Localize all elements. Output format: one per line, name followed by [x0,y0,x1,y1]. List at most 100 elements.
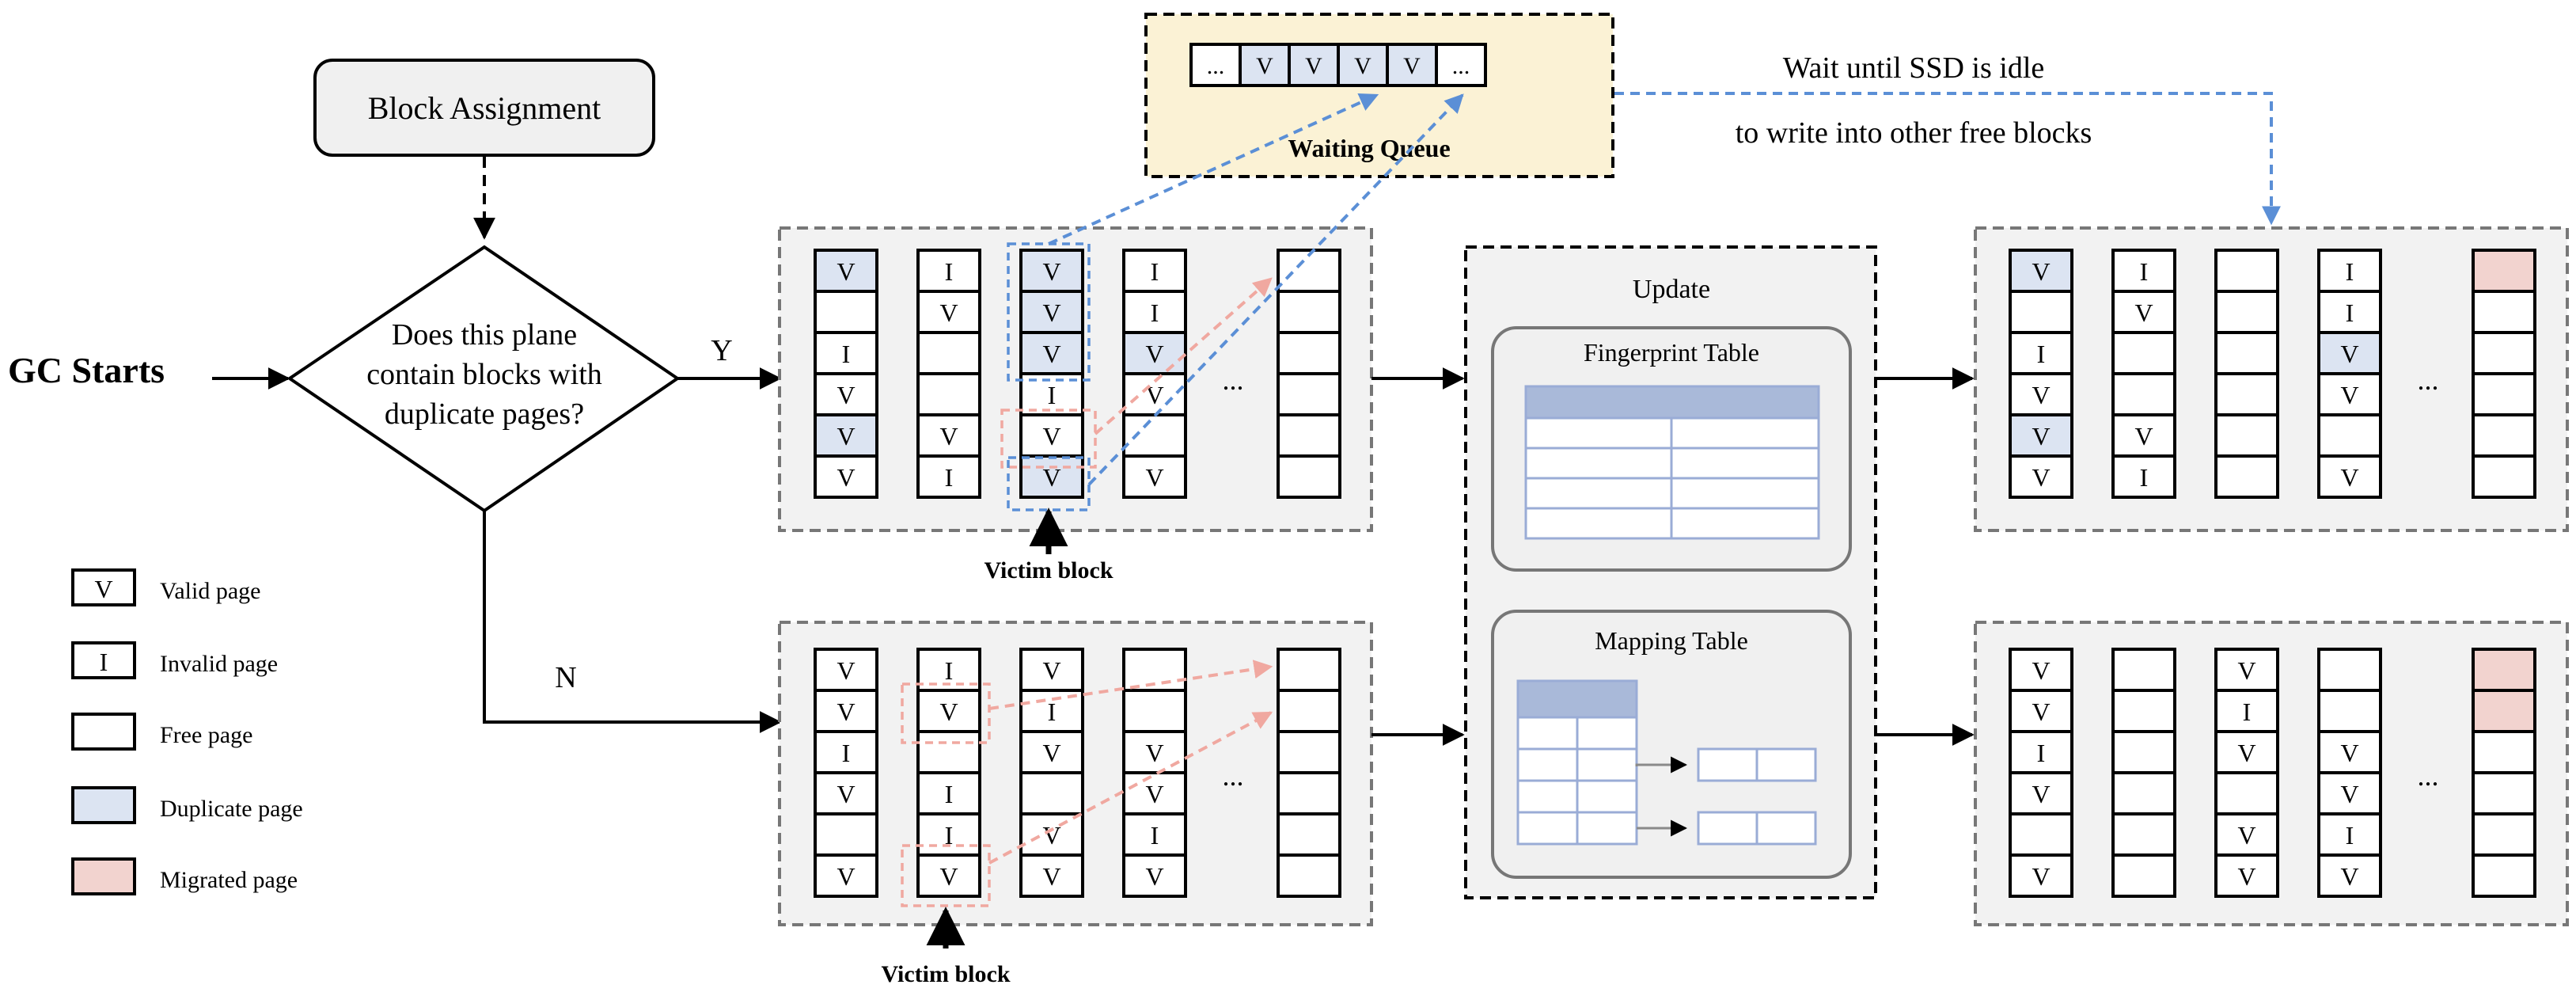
page-status: V [837,862,855,891]
plane-top-right-ellipsis: ... [2418,364,2439,396]
page-status: V [837,463,855,492]
legend: V Valid page I Invalid page Free page Du… [71,568,303,895]
page-cell [2214,689,2279,733]
legend-swatch-migrated [71,857,136,895]
page-cell [2009,290,2073,334]
page-status: I [1151,821,1159,850]
page-status: V [2032,862,2050,891]
page-status: V [2340,739,2358,767]
page-cell [2214,331,2279,375]
page-status: I [842,739,851,767]
plane-bottom-right-ellipsis: ... [2418,760,2439,792]
page-cell [2111,689,2176,733]
legend-swatch-valid [71,568,136,606]
page-status: V [2032,698,2050,726]
page-cell [2472,648,2536,692]
victim-duplicate-highlight-bottom [1007,456,1091,511]
page-cell [2317,413,2382,458]
page-cell [2009,771,2073,815]
page-cell [1277,812,1341,857]
page-cell [2009,249,2073,293]
victim-valid-highlight-bottom-1 [901,682,991,744]
page-status: V [1145,381,1163,409]
decision-line-3: duplicate pages? [385,397,584,431]
free-block [2472,648,2536,898]
page-cell [814,372,878,416]
page-status: V [1042,463,1060,492]
page-status: V [1042,821,1060,850]
block-assignment-label: Block Assignment [368,90,601,126]
page-status: I [945,821,954,850]
page-status: V [939,298,958,327]
page-cell [2214,290,2279,334]
page-status: V [1145,340,1163,368]
page-status: I [2346,821,2354,850]
page-cell [2111,812,2176,857]
flowchart: GC Starts Block Assignment Does this pla… [8,59,782,733]
page-status: V [2032,463,2050,492]
page-cell [814,853,878,898]
page-status: V [1145,780,1163,808]
page-status: I [2346,298,2354,327]
page-cell [814,454,878,499]
page-cell [1277,372,1341,416]
page-cell [2317,853,2382,898]
page-cell [2009,689,2073,733]
page-cell [916,372,981,416]
page-cell [1019,454,1084,499]
page-status: V [2134,422,2153,450]
page-cell [1019,331,1084,375]
page-status: V [837,698,855,726]
page-status: V [2032,656,2050,685]
page-cell [2472,249,2536,293]
page-status: V [2237,862,2255,891]
page-cell [814,249,878,293]
yes-label: Y [711,334,732,367]
page-status: V [1042,739,1060,767]
queue-cell-text: V [1256,53,1273,79]
page-status: V [1042,862,1060,891]
page-status: I [2037,739,2046,767]
duplicate-to-queue-arrow-2 [1087,93,1464,486]
page-status: I [2037,340,2046,368]
page-cell [2472,372,2536,416]
planes: VIVVVIVVIVVVIVVIIVVVVVIVVIVIIVVIVVVVVIVV… [814,249,2536,898]
page-cell [2009,812,2073,857]
queue-to-free-block-arrow [1614,92,2281,226]
free-block [1277,249,1341,499]
page-cell [814,812,878,857]
page-cell [1019,771,1084,815]
page-cell [2111,648,2176,692]
queue-cell [1239,43,1291,87]
page-cell [1277,771,1341,815]
page-status: I [1151,257,1159,286]
page-cell [916,730,981,774]
page-status: V [2340,780,2358,808]
legend-symbol-valid: V [94,575,112,603]
page-cell [916,454,981,499]
page-cell [1277,853,1341,898]
page-cell [1122,730,1187,774]
page-cell [2472,290,2536,334]
legend-label-valid: Valid page [160,578,260,604]
page-cell [2472,413,2536,458]
page-status: I [1151,298,1159,327]
page-status: I [945,463,954,492]
page-cell [1122,853,1187,898]
page-status: I [842,340,851,368]
page-cell [916,812,981,857]
fingerprint-table-title: Fingerprint Table [1584,338,1759,367]
page-cell [1019,290,1084,334]
page-cell [1122,454,1187,499]
page-cell [2111,372,2176,416]
page-cell [2317,454,2382,499]
legend-swatch-invalid [71,641,136,679]
